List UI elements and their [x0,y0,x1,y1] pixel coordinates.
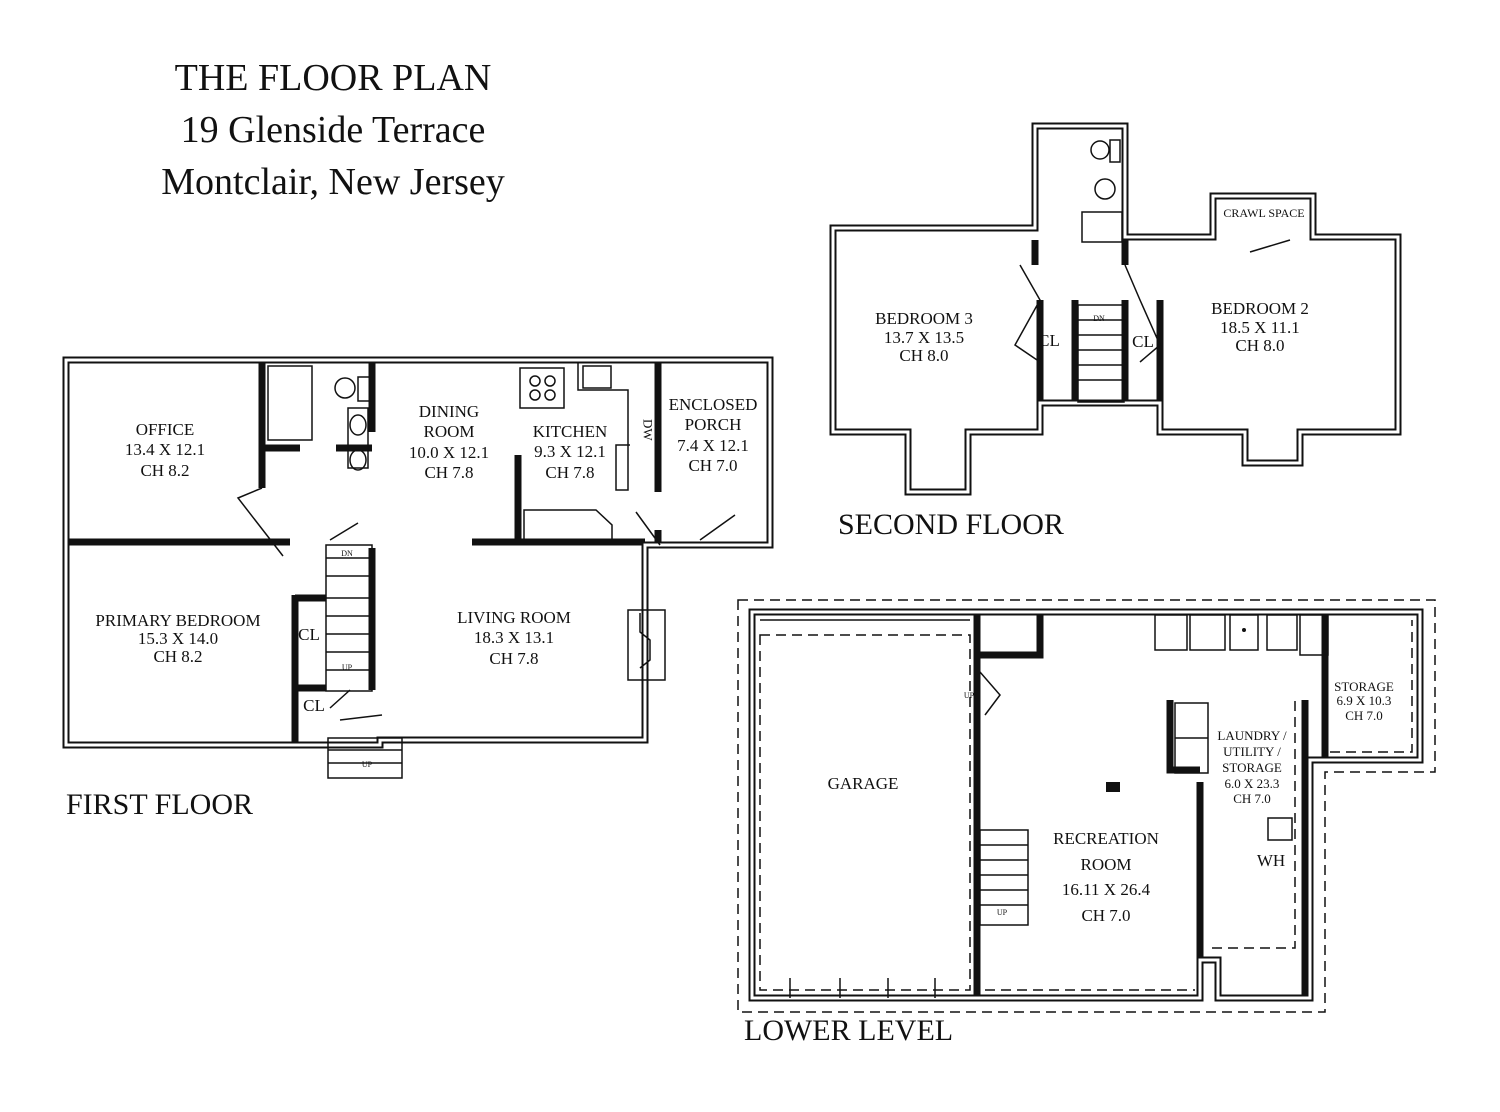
room-name: STORAGE [1222,759,1282,775]
room-dims: 18.3 X 13.1 [473,628,555,648]
stairs-up-label: UP [963,691,975,700]
title-line-3: Montclair, New Jersey [161,161,505,203]
room-name: ROOM [1080,854,1132,874]
title-line-1: THE FLOOR PLAN [174,57,492,99]
room-garage: GARAGE [827,774,899,793]
room-name: ENCLOSED [668,395,758,414]
room-enclosed-porch: ENCLOSED PORCH 7.4 X 12.1 CH 7.0 [669,395,758,477]
room-name: BEDROOM 3 [875,309,973,328]
room-primary-bedroom: PRIMARY BEDROOM 15.3 X 14.0 CH 8.2 [95,612,260,666]
closet-label: CL [1038,331,1060,350]
room-name: KITCHEN [532,422,608,441]
room-name: LIVING ROOM [457,608,571,627]
room-name: LAUNDRY / [1217,728,1287,743]
dishwasher-label: DW [640,418,656,441]
room-dims: 16.11 X 26.4 [1061,880,1151,899]
room-dining-room: DINING ROOM 10.0 X 12.1 CH 7.8 [409,402,489,484]
room-ceiling-height: CH 7.8 [424,463,474,483]
stairs-up-label: UP [341,663,353,672]
title-line-2: 19 Glenside Terrace [180,109,486,151]
room-name: STORAGE [1334,679,1394,694]
room-ceiling-height: CH 7.8 [545,462,595,482]
room-dims: 18.5 X 11.1 [1220,317,1300,337]
crawl-space-label: CRAWL SPACE [1223,206,1305,220]
closet-label: CL [303,696,325,715]
stairs-up-label: UP [996,908,1008,917]
room-name: ROOM [423,422,475,442]
room-ceiling-height: CH 8.2 [153,646,203,666]
second-floor-label: SECOND FLOOR [838,508,1064,541]
entry-stairs-up-label: UP [361,760,373,769]
room-bedroom-2: BEDROOM 2 18.5 X 11.1 CH 8.0 [1211,299,1309,356]
room-dims: 6.9 X 10.3 [1336,693,1392,709]
room-storage: STORAGE 6.9 X 10.3 CH 7.0 [1334,679,1394,723]
closet-label: CL [1132,332,1154,351]
first-floor-label: FIRST FLOOR [66,788,254,821]
room-dims: 9.3 X 12.1 [534,442,606,462]
room-office: OFFICE 13.4 X 12.1 CH 8.2 [125,420,205,481]
room-dims: 13.4 X 12.1 [124,440,206,460]
room-dims: 7.4 X 12.1 [677,435,749,455]
room-ceiling-height: CH 8.0 [899,346,949,366]
room-dims: 15.3 X 14.0 [137,628,219,648]
room-dims: 13.7 X 13.5 [883,327,965,347]
second-floor-walls [829,122,1402,496]
stairs-down-label: DN [1093,314,1105,323]
room-kitchen: KITCHEN 9.3 X 12.1 CH 7.8 [533,422,608,483]
room-ceiling-height: CH 7.0 [1345,707,1383,723]
room-dims: 6.0 X 23.3 [1224,775,1280,791]
room-ceiling-height: CH 7.0 [688,456,738,476]
stairs-down-label: DN [341,549,353,558]
room-ceiling-height: CH 7.0 [1233,791,1271,807]
lower-level-walls [737,599,1436,1013]
room-recreation-room: RECREATION ROOM 16.11 X 26.4 CH 7.0 [1053,826,1159,928]
room-name: RECREATION [1053,829,1159,848]
room-name: DINING [418,402,480,421]
room-bedroom-3: BEDROOM 3 13.7 X 13.5 CH 8.0 [875,309,973,366]
room-laundry-utility-storage: LAUNDRY / UTILITY / STORAGE 6.0 X 23.3 C… [1217,728,1286,807]
room-ceiling-height: CH 8.2 [140,460,190,480]
closet-label: CL [298,625,320,644]
room-ceiling-height: CH 7.8 [489,648,539,668]
first-floor-walls [62,356,774,749]
room-name: UTILITY / [1223,743,1281,759]
room-living-room: LIVING ROOM 18.3 X 13.1 CH 7.8 [457,608,571,669]
room-name: PORCH [684,415,742,435]
first-floor-fixtures [236,362,736,779]
room-dims: 10.0 X 12.1 [408,442,490,462]
room-name: BEDROOM 2 [1211,299,1309,318]
room-ceiling-height: CH 8.0 [1235,336,1285,356]
lower-level-label: LOWER LEVEL [744,1014,954,1047]
second-floor-fixtures [1014,139,1291,403]
room-name: PRIMARY BEDROOM [95,611,261,630]
room-ceiling-height: CH 7.0 [1081,905,1131,925]
lower-level-fixtures [979,614,1329,926]
room-name: OFFICE [135,420,195,439]
water-heater-label: WH [1256,851,1286,870]
